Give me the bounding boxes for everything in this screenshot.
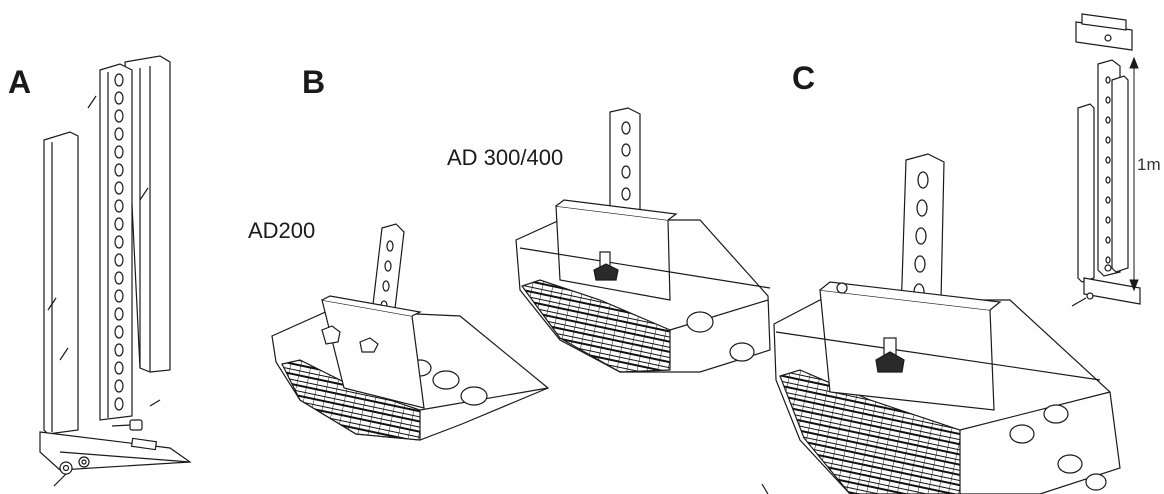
dimension-line-1m: [1129, 56, 1139, 292]
ad300-400-label: AD 300/400: [447, 145, 564, 170]
ad200-label: AD200: [248, 218, 316, 243]
panel-a-label: A: [8, 64, 32, 100]
rail-kit-1m: [1071, 13, 1141, 307]
panel-a-fasteners: [53, 399, 161, 487]
panel-b-ad300-400-unit: [515, 107, 771, 373]
panel-c-large-unit: [761, 153, 1121, 494]
panel-b-label: B: [302, 64, 326, 100]
panel-b-ad200-unit: [271, 223, 550, 441]
length-1m-label: 1m: [1137, 155, 1161, 174]
panel-a-rail-assembly: [39, 55, 192, 487]
panel-c-label: C: [792, 60, 816, 96]
rail-slots: [114, 73, 124, 411]
